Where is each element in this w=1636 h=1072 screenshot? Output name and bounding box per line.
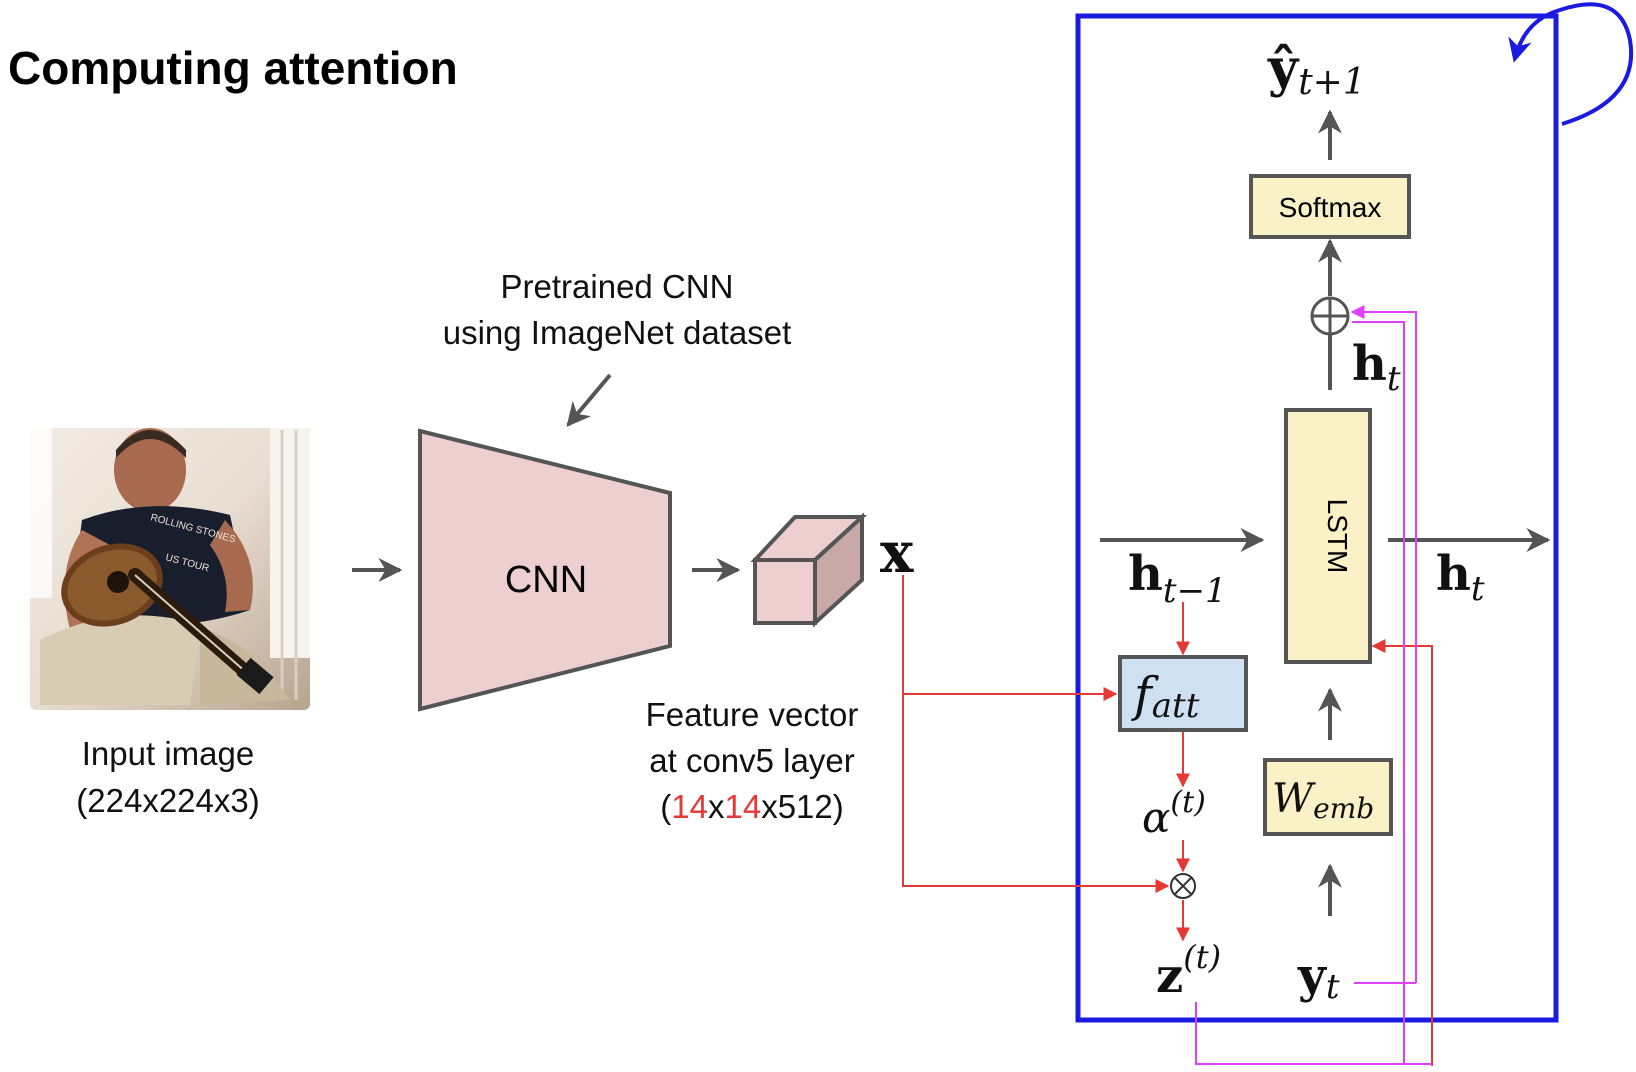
arrow-note-to-cnn <box>566 373 612 427</box>
input-image-dims: (224x224x3) <box>76 782 259 819</box>
oplus-node <box>1310 296 1350 336</box>
input-image-label: Input image <box>82 735 254 772</box>
page-title: Computing attention <box>8 42 458 94</box>
symbol-h-t-top: ht <box>1352 336 1401 399</box>
symbol-alpha: α(t) <box>1142 785 1206 842</box>
feature-label-line1: Feature vector <box>646 696 859 733</box>
cnn-note-line2: using ImageNet dataset <box>443 314 792 351</box>
feature-dim-highlight-b: 14 <box>724 788 761 825</box>
cnn-label: CNN <box>505 559 587 601</box>
w-emb-box <box>1263 758 1393 836</box>
feature-cube <box>750 512 868 628</box>
symbol-h-t-right: ht <box>1436 546 1485 609</box>
feature-dims: (14x14x512) <box>660 788 844 825</box>
symbol-y-hat: ŷt+1 <box>1267 38 1366 103</box>
softmax-box <box>1249 174 1411 239</box>
otimes-node <box>1170 873 1196 899</box>
softmax-label: Softmax <box>1279 192 1382 223</box>
recurrent-loop-arrow <box>1508 2 1634 126</box>
feature-dim-highlight-a: 14 <box>671 788 708 825</box>
lstm-label: LSTM <box>1322 499 1353 574</box>
red-attention-lines <box>902 575 1433 1066</box>
input-image: ROLLING STONES US TOUR <box>30 428 310 710</box>
f-att-box <box>1118 655 1248 732</box>
cnn-note-line1: Pretrained CNN <box>501 268 734 305</box>
magenta-context-lines <box>1195 305 1432 1065</box>
feature-label-line2: at conv5 layer <box>649 742 854 779</box>
symbol-y-t: yt <box>1297 948 1340 1007</box>
cnn-block <box>418 428 672 712</box>
decoder-frame <box>1075 13 1559 1023</box>
symbol-h-prev: ht−1 <box>1128 546 1227 611</box>
symbol-x: x <box>880 520 914 586</box>
symbol-z: z(t) <box>1156 938 1221 1004</box>
lstm-box <box>1284 408 1372 664</box>
w-emb-label: Wemb <box>1272 776 1374 825</box>
